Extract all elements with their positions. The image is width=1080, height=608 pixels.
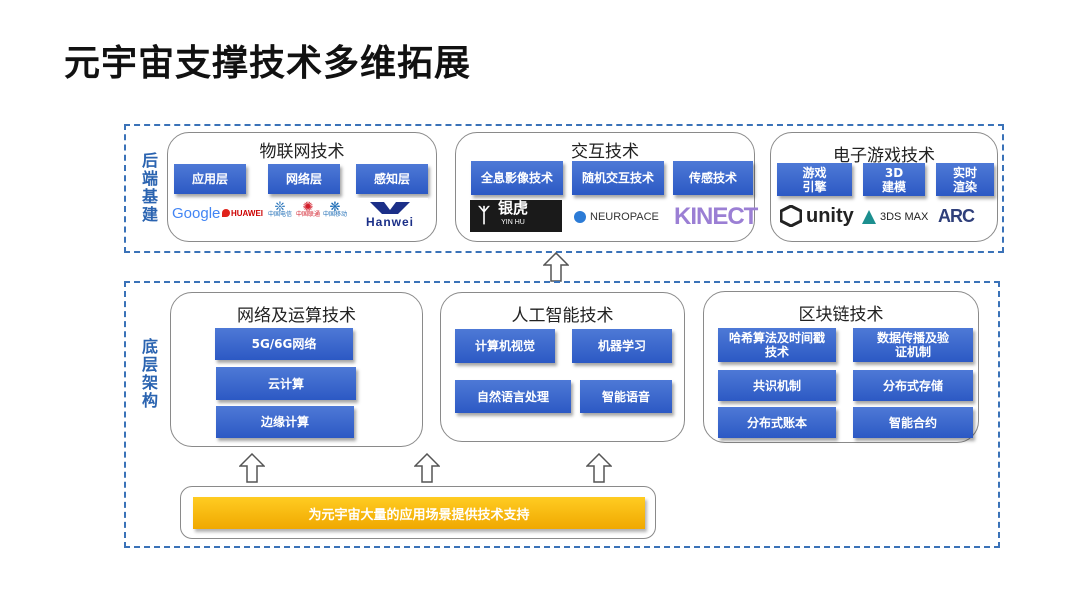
btn-nlp[interactable]: 自然语言处理 <box>455 380 571 413</box>
unicom-knot-icon: ✺ <box>302 199 314 214</box>
module-title: 人工智能技术 <box>511 306 614 326</box>
btn-computer-vision[interactable]: 计算机视觉 <box>455 329 555 363</box>
btn-edge-computing[interactable]: 边缘计算 <box>216 406 354 438</box>
logo-china-unicom: ✺ 中国联通 <box>296 199 321 218</box>
logo-hanwei: Hanwei <box>352 198 428 228</box>
btn-network-layer[interactable]: 网络层 <box>268 164 340 194</box>
underlying-architecture-label: 底层架构 <box>141 337 158 410</box>
hanwei-emblem-icon <box>370 202 410 214</box>
mobile-wave-icon: ❋ <box>329 199 341 214</box>
logo-china-telecom: ❊ 中国电信 <box>267 199 292 218</box>
btn-data-propagation[interactable]: 数据传播及验证机制 <box>853 328 973 362</box>
btn-distributed-ledger[interactable]: 分布式账本 <box>718 407 836 438</box>
logo-kinect: KINECT <box>674 203 758 230</box>
btn-3d-modeling[interactable]: 3D建模 <box>863 163 925 196</box>
logo-3dsmax: 3DS MAX <box>862 206 928 228</box>
telecom-swirl-icon: ❊ <box>274 199 286 214</box>
module-title: 网络及运算技术 <box>237 306 356 326</box>
max-shard-icon <box>862 210 876 224</box>
module-title: 物联网技术 <box>259 142 345 162</box>
up-arrow-icon <box>586 453 612 483</box>
btn-realtime-render[interactable]: 实时渲染 <box>936 163 994 196</box>
page-title: 元宇宙支撑技术多维拓展 <box>64 43 472 84</box>
logo-china-mobile: ❋ 中国移动 <box>322 199 347 218</box>
neuropace-dot-icon <box>574 211 586 223</box>
logo-arc: ARC <box>938 205 975 226</box>
btn-consensus[interactable]: 共识机制 <box>718 370 836 401</box>
btn-holographic[interactable]: 全息影像技术 <box>471 161 563 195</box>
module-ai: 人工智能技术 <box>440 292 685 442</box>
huawei-petal-icon <box>222 209 230 217</box>
module-title: 交互技术 <box>571 142 639 162</box>
btn-perception-layer[interactable]: 感知层 <box>356 164 428 194</box>
btn-5g6g[interactable]: 5G/6G网络 <box>215 328 353 360</box>
unity-cube-icon <box>780 205 802 227</box>
btn-smart-voice[interactable]: 智能语音 <box>580 380 672 413</box>
logo-huawei: HUAWEI <box>222 205 263 221</box>
logo-google: Google <box>172 204 221 222</box>
module-title: 区块链技术 <box>798 305 884 325</box>
up-arrow-icon <box>543 252 569 282</box>
up-arrow-icon <box>239 453 265 483</box>
btn-smart-contract[interactable]: 智能合约 <box>853 407 973 438</box>
yinhu-mark-icon: ᛉ <box>478 204 490 227</box>
btn-distributed-storage[interactable]: 分布式存储 <box>853 370 973 401</box>
btn-random-interaction[interactable]: 随机交互技术 <box>572 161 664 195</box>
btn-cloud-computing[interactable]: 云计算 <box>216 367 356 400</box>
btn-sensing[interactable]: 传感技术 <box>673 161 753 195</box>
backend-infrastructure-label: 后端基建 <box>141 151 158 224</box>
logo-neuropace: NEUROPACE <box>574 206 659 228</box>
backend-infrastructure-region <box>124 124 1004 253</box>
btn-application-layer[interactable]: 应用层 <box>174 164 246 194</box>
btn-machine-learning[interactable]: 机器学习 <box>572 329 672 363</box>
up-arrow-icon <box>414 453 440 483</box>
support-bar: 为元宇宙大量的应用场景提供技术支持 <box>193 497 645 529</box>
underlying-architecture-region <box>124 281 1000 548</box>
module-title: 电子游戏技术 <box>833 146 935 166</box>
btn-game-engine[interactable]: 游戏引擎 <box>777 163 852 196</box>
btn-hash-timestamp[interactable]: 哈希算法及时间戳技术 <box>718 328 836 362</box>
logo-unity: unity <box>780 202 854 230</box>
logo-yinhu: ᛉ 银虎 YIN HU <box>470 200 562 232</box>
